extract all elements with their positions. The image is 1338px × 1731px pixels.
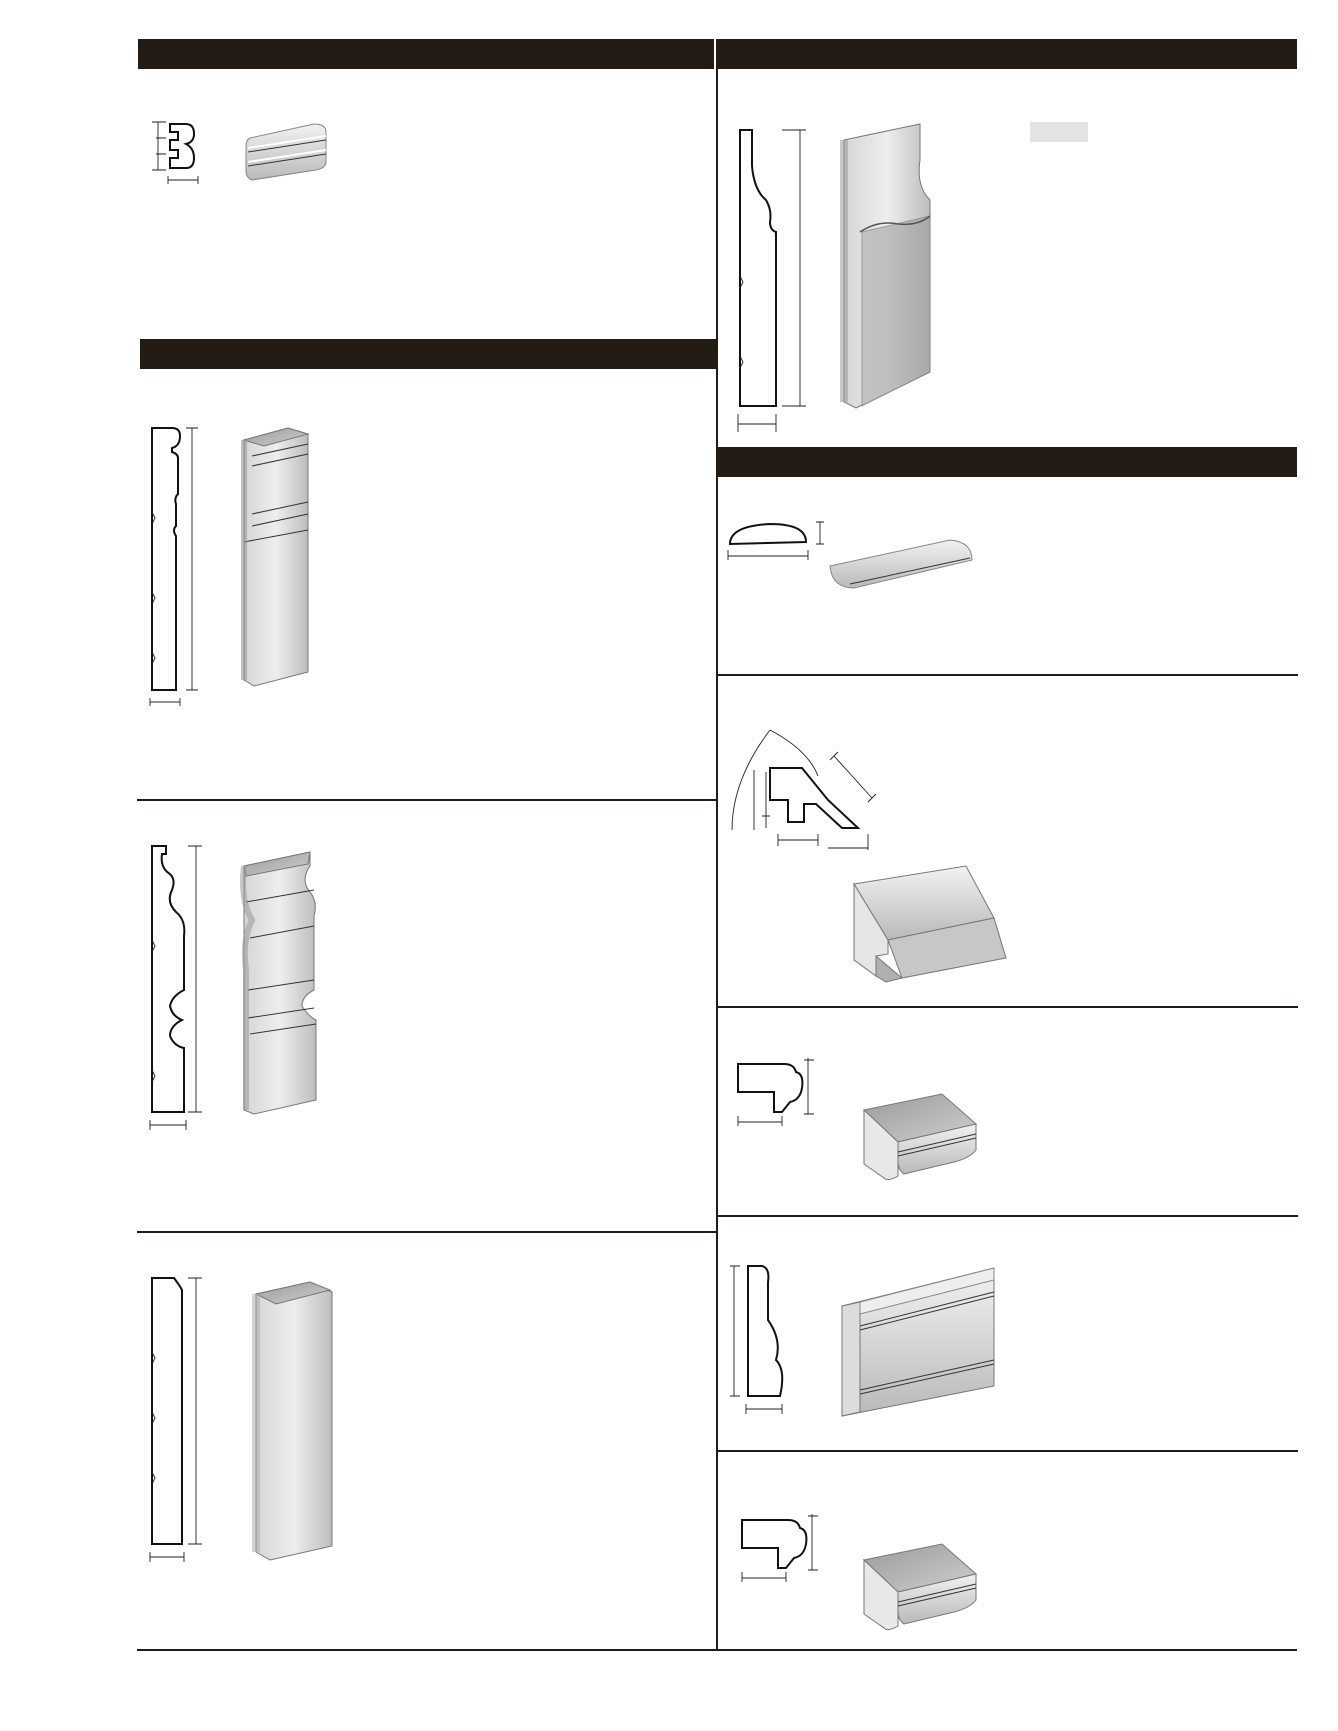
blank-tag [1030, 122, 1088, 142]
section-header-bar-baseboards [140, 339, 717, 369]
column-divider [716, 39, 718, 1651]
half-round-stop-profile-render [820, 532, 980, 602]
tall-baseboard-profile-render [838, 120, 948, 420]
baseboard-profile-2-render [236, 840, 336, 1130]
baseboard-profile-1-drawing [146, 422, 216, 712]
section-header-bar-top-right [717, 39, 1297, 69]
tall-baseboard-profile-drawing [726, 126, 816, 436]
baseboard-profile-2-drawing [146, 840, 216, 1140]
cap-molding-profile-1-render [858, 1090, 998, 1190]
cap-molding-profile-2-drawing [738, 1510, 838, 1590]
section-header-bar-top-left [138, 39, 714, 69]
rule-right-1 [718, 674, 1298, 676]
crown-molding-profile-drawing [722, 720, 892, 860]
rule-right-3 [718, 1215, 1298, 1217]
crown-molding-profile-render [846, 860, 1026, 990]
cap-molding-profile-1-drawing [734, 1054, 834, 1134]
half-round-stop-profile-drawing [720, 514, 830, 564]
rule-left-2 [137, 1231, 716, 1233]
baseboard-profile-3-drawing [146, 1272, 216, 1572]
section-header-bar-right-middle [717, 447, 1297, 477]
small-molding-render [244, 118, 334, 188]
rule-right-2 [718, 1006, 1298, 1008]
rule-right-4 [718, 1450, 1298, 1452]
baseboard-profile-3-render [250, 1270, 350, 1570]
rule-left-1 [137, 799, 716, 801]
small-molding-profile-drawing [148, 118, 208, 188]
cap-molding-profile-2-render [858, 1540, 998, 1640]
baseboard-profile-1-render [238, 422, 328, 702]
casing-profile-render [834, 1262, 1014, 1422]
rule-bottom [137, 1649, 1297, 1651]
casing-profile-drawing [724, 1260, 804, 1420]
